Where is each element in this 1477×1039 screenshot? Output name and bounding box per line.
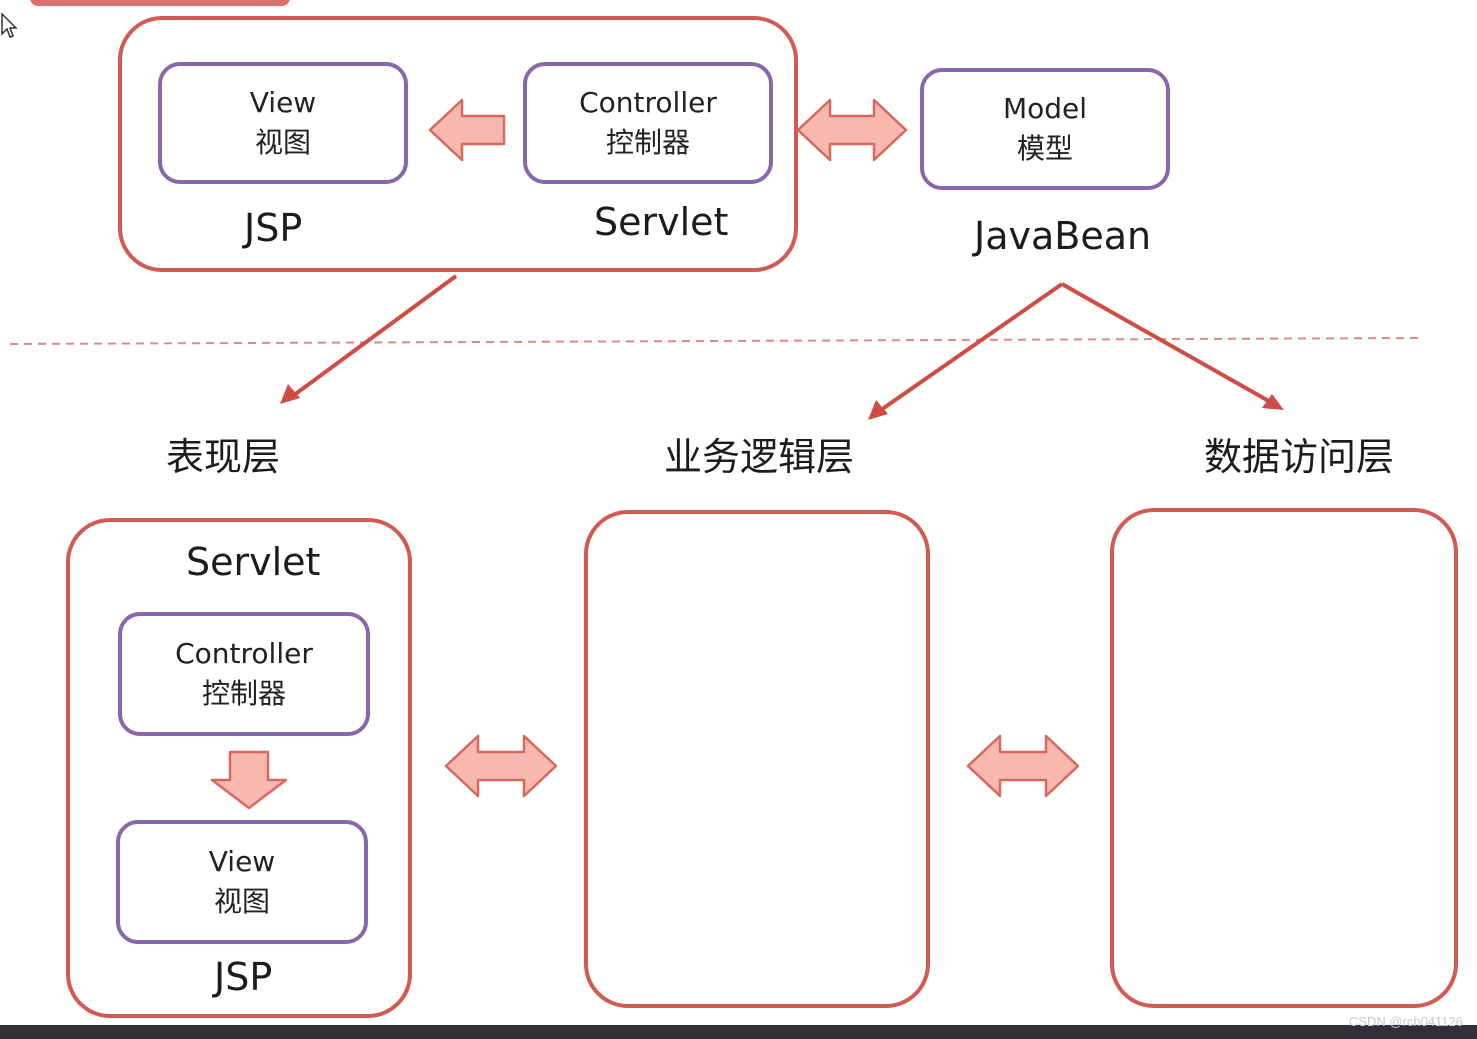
controller-to-view-down-arrow	[210, 750, 288, 810]
model-zh-label: 模型	[1016, 132, 1073, 165]
model-to-data-line	[1061, 282, 1275, 406]
web-to-presentation-line	[288, 274, 458, 400]
business-layer-title: 业务逻辑层	[664, 435, 855, 479]
controller-model-double-arrow	[796, 98, 908, 162]
view-en-label: View	[249, 86, 317, 119]
controller-zh-label: 控制器	[605, 126, 690, 159]
view-box: View 视图	[158, 62, 408, 184]
controller-en-label: Controller	[579, 86, 717, 119]
view-zh-label: 视图	[254, 126, 311, 159]
data-access-layer-box	[1110, 508, 1458, 1008]
presentation-controller-zh-label: 控制器	[201, 677, 286, 710]
jsp-label: JSP	[244, 206, 303, 250]
data-access-layer-title: 数据访问层	[1204, 435, 1395, 479]
model-box: Model 模型	[920, 68, 1170, 190]
bottom-bar	[0, 1025, 1477, 1039]
controller-box: Controller 控制器	[523, 62, 773, 184]
presentation-controller-box: Controller 控制器	[118, 612, 370, 736]
model-en-label: Model	[1002, 92, 1088, 125]
controller-to-view-arrow	[428, 98, 506, 162]
dashed-divider-line	[9, 337, 1421, 345]
javabean-label: JavaBean	[974, 214, 1152, 258]
watermark: CSDN @rch041126	[1348, 1014, 1463, 1029]
presentation-view-en-label: View	[208, 845, 276, 878]
business-layer-box	[584, 510, 930, 1008]
cut-off-title	[0, 0, 300, 8]
presentation-layer-title: 表现层	[166, 435, 281, 479]
business-data-double-arrow	[966, 734, 1080, 798]
presentation-view-zh-label: 视图	[213, 885, 270, 918]
web-to-presentation-arrowhead	[280, 384, 300, 404]
presentation-controller-en-label: Controller	[175, 637, 313, 670]
presentation-jsp-label: JSP	[214, 955, 273, 999]
model-to-business-line	[876, 282, 1064, 414]
presentation-business-double-arrow	[444, 734, 558, 798]
model-to-business-arrowhead	[868, 400, 888, 420]
mouse-cursor-icon	[1, 12, 18, 38]
model-to-data-arrowhead	[1262, 394, 1284, 410]
servlet-label: Servlet	[594, 200, 729, 244]
presentation-view-box: View 视图	[116, 820, 368, 944]
presentation-servlet-label: Servlet	[186, 540, 321, 584]
